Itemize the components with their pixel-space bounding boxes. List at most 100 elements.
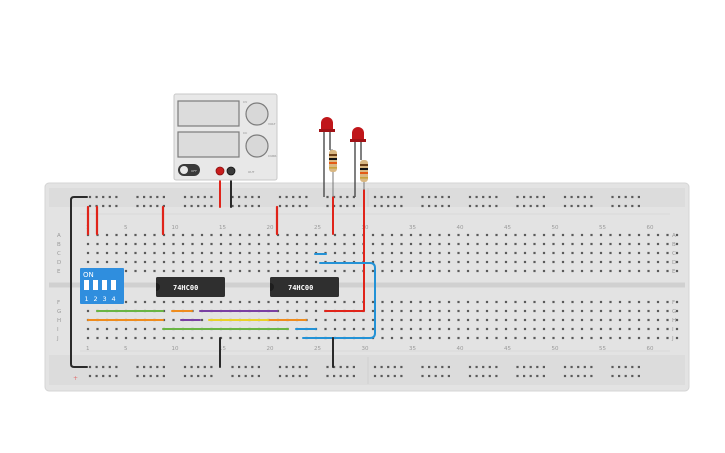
hole[interactable]	[381, 300, 384, 304]
rail-hole[interactable]	[339, 195, 342, 199]
hole[interactable]	[229, 242, 232, 246]
hole[interactable]	[267, 242, 270, 246]
rail-hole[interactable]	[637, 204, 640, 208]
rail-hole[interactable]	[577, 204, 580, 208]
rail-hole[interactable]	[563, 365, 567, 369]
hole[interactable]	[333, 318, 337, 322]
hole[interactable]	[162, 300, 166, 304]
rail-hole[interactable]	[618, 365, 621, 369]
rail-hole[interactable]	[352, 204, 355, 208]
hole[interactable]	[514, 336, 517, 340]
rail-hole[interactable]	[333, 204, 336, 208]
hole[interactable]	[447, 251, 451, 255]
hole[interactable]	[286, 336, 289, 340]
hole[interactable]	[561, 309, 565, 313]
hole[interactable]	[324, 269, 327, 273]
rail-hole[interactable]	[352, 195, 355, 199]
rail-hole[interactable]	[210, 365, 213, 369]
rail-hole[interactable]	[298, 365, 301, 369]
hole[interactable]	[153, 269, 156, 273]
hole[interactable]	[409, 242, 413, 246]
rail-hole[interactable]	[333, 374, 336, 378]
hole[interactable]	[476, 251, 479, 255]
hole[interactable]	[580, 251, 584, 255]
hole[interactable]	[514, 318, 517, 322]
hole[interactable]	[295, 242, 299, 246]
hole[interactable]	[438, 309, 441, 313]
hole[interactable]	[305, 233, 308, 237]
rail-hole[interactable]	[441, 365, 444, 369]
hole[interactable]	[371, 300, 375, 304]
rail-hole[interactable]	[421, 204, 424, 208]
hole[interactable]	[219, 233, 223, 237]
rail-hole[interactable]	[583, 195, 586, 199]
rail-hole[interactable]	[305, 195, 308, 199]
hole[interactable]	[390, 242, 394, 246]
hole[interactable]	[238, 300, 242, 304]
hole[interactable]	[666, 242, 669, 246]
rail-hole[interactable]	[352, 365, 355, 369]
rail-hole[interactable]	[624, 195, 627, 199]
hole[interactable]	[637, 260, 641, 264]
rail-hole[interactable]	[570, 374, 573, 378]
hole[interactable]	[295, 260, 299, 264]
hole[interactable]	[181, 242, 185, 246]
hole[interactable]	[466, 260, 470, 264]
rail-hole[interactable]	[108, 204, 111, 208]
rail-hole[interactable]	[162, 365, 165, 369]
hole[interactable]	[438, 300, 441, 304]
hole[interactable]	[628, 233, 631, 237]
hole[interactable]	[466, 309, 470, 313]
hole[interactable]	[286, 251, 289, 255]
hole[interactable]	[599, 336, 603, 340]
hole[interactable]	[495, 309, 498, 313]
hole[interactable]	[609, 233, 612, 237]
hole[interactable]	[229, 336, 232, 340]
rail-hole[interactable]	[231, 195, 234, 199]
hole[interactable]	[485, 309, 489, 313]
hole[interactable]	[542, 269, 546, 273]
rail-hole[interactable]	[475, 195, 478, 199]
voltage-knob[interactable]	[245, 102, 269, 126]
hole[interactable]	[504, 309, 508, 313]
rail-hole[interactable]	[590, 195, 593, 199]
hole[interactable]	[552, 300, 555, 304]
rail-hole[interactable]	[136, 374, 139, 378]
rail-hole[interactable]	[577, 374, 580, 378]
rail-hole[interactable]	[516, 204, 519, 208]
hole[interactable]	[276, 269, 280, 273]
rail-hole[interactable]	[190, 365, 193, 369]
hole[interactable]	[115, 327, 118, 331]
hole[interactable]	[514, 300, 517, 304]
hole[interactable]	[552, 251, 555, 255]
hole[interactable]	[305, 251, 308, 255]
rail-hole[interactable]	[244, 365, 247, 369]
hole[interactable]	[609, 251, 612, 255]
hole[interactable]	[457, 242, 460, 246]
hole[interactable]	[86, 309, 90, 313]
hole[interactable]	[390, 300, 394, 304]
hole[interactable]	[514, 242, 517, 246]
hole[interactable]	[533, 318, 536, 322]
hole[interactable]	[428, 300, 432, 304]
hole[interactable]	[200, 242, 204, 246]
hole[interactable]	[438, 327, 441, 331]
rail-hole[interactable]	[251, 195, 254, 199]
rail-hole[interactable]	[475, 365, 478, 369]
rail-hole[interactable]	[523, 195, 526, 199]
rail-hole[interactable]	[611, 374, 614, 378]
hole[interactable]	[381, 233, 384, 237]
rail-hole[interactable]	[488, 374, 491, 378]
hole[interactable]	[628, 318, 631, 322]
hole[interactable]	[609, 260, 612, 264]
rail-hole[interactable]	[577, 195, 580, 199]
rail-hole[interactable]	[278, 195, 282, 199]
hole[interactable]	[637, 242, 641, 246]
hole[interactable]	[666, 300, 669, 304]
rail-hole[interactable]	[333, 195, 336, 199]
hole[interactable]	[552, 233, 555, 237]
hole[interactable]	[314, 309, 318, 313]
rail-hole[interactable]	[434, 204, 437, 208]
rail-hole[interactable]	[95, 374, 98, 378]
hole[interactable]	[428, 336, 432, 340]
